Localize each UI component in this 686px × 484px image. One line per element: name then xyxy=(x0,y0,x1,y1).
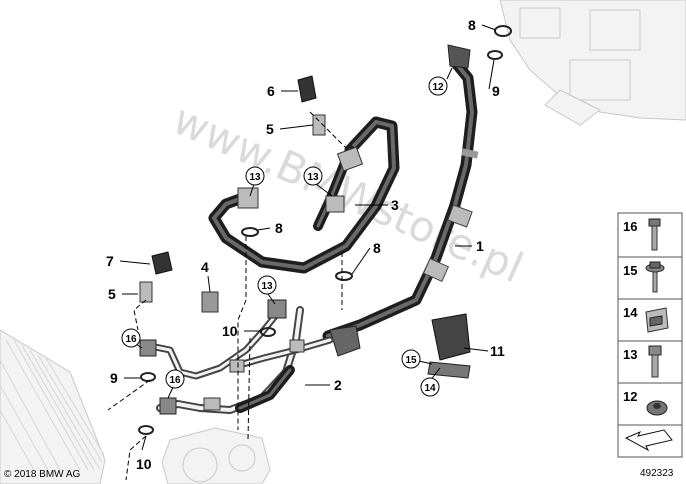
callout-2: 2 xyxy=(334,377,342,393)
copyright-text: © 2018 BMW AG xyxy=(4,469,81,480)
callout-8-top: 8 xyxy=(468,17,476,33)
callout-10-bottom: 10 xyxy=(136,456,152,472)
legend-row-16: 16 xyxy=(617,212,683,258)
o-rings xyxy=(138,25,512,435)
pressure-sensor xyxy=(201,291,219,313)
callout-9-top: 9 xyxy=(492,83,500,99)
hex-bolt-washer-icon xyxy=(645,261,665,293)
svg-text:13: 13 xyxy=(249,172,261,183)
callout-5-top: 5 xyxy=(266,121,274,137)
svg-text:13: 13 xyxy=(261,281,273,292)
circled-callout-12: 12 xyxy=(428,76,448,96)
collar-nut-icon xyxy=(646,400,668,416)
svg-text:13: 13 xyxy=(307,172,319,183)
socket-bolt-icon xyxy=(648,345,662,378)
callout-labels: 1 2 3 4 5 5 6 7 8 8 8 9 9 10 10 11 xyxy=(106,17,505,472)
callout-4: 4 xyxy=(201,259,209,275)
legend-row-13: 13 xyxy=(617,340,683,384)
callout-6: 6 xyxy=(267,83,275,99)
circled-callout-16-lower: 16 xyxy=(165,369,185,389)
clip-nut-icon xyxy=(645,307,669,333)
suction-hose-line xyxy=(322,44,479,357)
svg-text:16: 16 xyxy=(623,219,637,234)
hvac-unit-ghost xyxy=(499,0,686,126)
condenser-ghost xyxy=(0,329,106,484)
diagram-number: 492323 xyxy=(640,468,674,479)
callout-8-mid: 8 xyxy=(275,220,283,236)
assembly-dash-lines xyxy=(107,111,347,481)
leader-lines xyxy=(119,24,497,451)
svg-text:16: 16 xyxy=(125,334,137,345)
callout-9-left: 9 xyxy=(110,370,118,386)
circled-callout-13-right: 13 xyxy=(303,166,323,186)
direction-arrow-icon xyxy=(624,429,673,452)
loop-hose-line xyxy=(208,116,400,274)
callout-11: 11 xyxy=(490,343,505,359)
callout-3: 3 xyxy=(391,197,399,213)
circled-callout-14: 14 xyxy=(420,377,440,397)
svg-text:15: 15 xyxy=(405,355,417,366)
legend-row-14: 14 xyxy=(617,298,683,342)
circled-callouts: 12 13 13 13 14 15 16 16 xyxy=(121,76,448,397)
svg-text:14: 14 xyxy=(623,305,638,320)
circled-callout-16-left: 16 xyxy=(121,328,141,348)
callout-1: 1 xyxy=(476,238,484,254)
svg-text:15: 15 xyxy=(623,263,637,278)
svg-text:12: 12 xyxy=(623,389,637,404)
compressor-ghost xyxy=(161,427,271,484)
hardware-legend: 16 15 14 13 xyxy=(617,212,683,458)
circled-callout-15: 15 xyxy=(401,349,421,369)
lower-pressure-line xyxy=(139,299,334,415)
callout-5-left: 5 xyxy=(108,286,116,302)
circled-callout-13-lower: 13 xyxy=(257,275,277,295)
svg-text:12: 12 xyxy=(432,82,444,93)
legend-row-15: 15 xyxy=(617,256,683,300)
callout-8-right: 8 xyxy=(373,240,381,256)
circled-callout-13-left: 13 xyxy=(245,166,265,186)
valve-cap-left xyxy=(139,251,173,303)
valve-cap-top xyxy=(297,75,326,136)
hex-flange-bolt-icon xyxy=(648,218,661,251)
bracket-11 xyxy=(427,313,471,379)
svg-text:14: 14 xyxy=(424,383,436,394)
callout-10-mid: 10 xyxy=(222,323,238,339)
legend-row-arrow xyxy=(617,424,683,458)
callout-7: 7 xyxy=(106,253,114,269)
legend-row-12: 12 xyxy=(617,382,683,426)
svg-text:16: 16 xyxy=(169,375,181,386)
svg-text:13: 13 xyxy=(623,347,637,362)
